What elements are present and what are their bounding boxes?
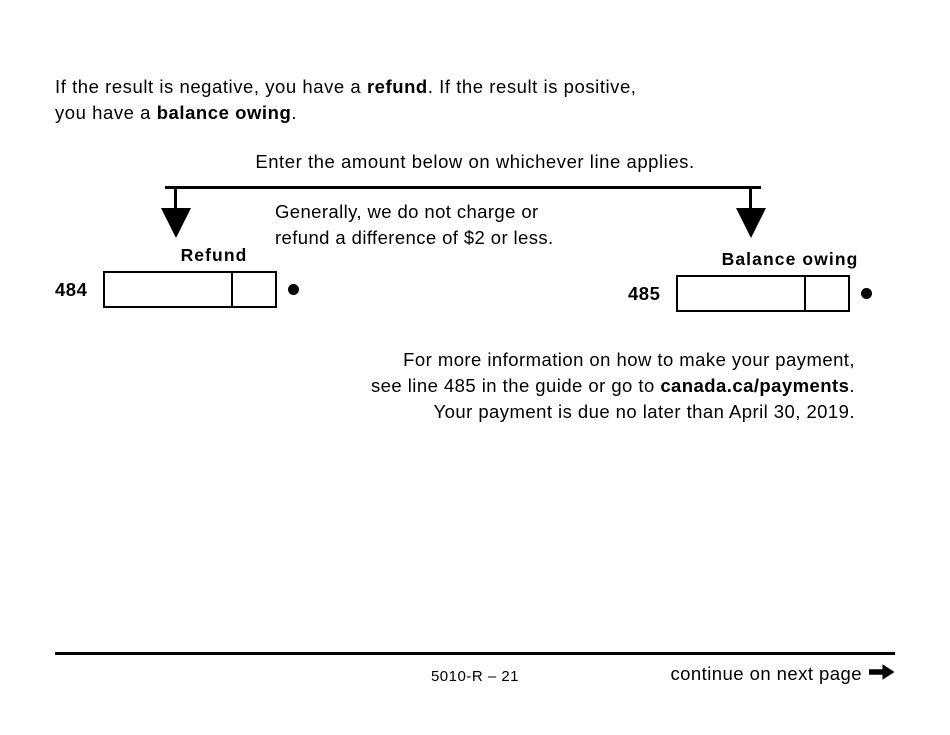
payment-info-link[interactable]: canada.ca/payments — [660, 375, 850, 396]
intro-bold-balance-owing: balance owing — [156, 102, 292, 123]
bracket-horizontal-line — [165, 186, 761, 189]
payment-information: For more information on how to make your… — [140, 347, 855, 425]
bracket-stem-left — [174, 186, 177, 210]
intro-text-part3: . — [291, 102, 298, 123]
continue-next-page[interactable]: continue on next page — [670, 663, 895, 685]
balance-owing-decimal-dot-icon — [861, 288, 872, 299]
form-code: 5010-R – 21 — [430, 668, 520, 685]
refund-caption: Refund — [180, 245, 248, 265]
arrow-right-icon — [869, 663, 895, 685]
refund-amount-box[interactable] — [103, 271, 277, 308]
balance-owing-line-number: 485 — [628, 282, 661, 304]
branch-bracket — [161, 186, 766, 238]
balance-owing-cents-input[interactable] — [806, 277, 848, 310]
intro-bold-refund: refund — [366, 76, 428, 97]
bracket-stem-right — [749, 186, 752, 210]
refund-dollars-input[interactable] — [105, 273, 233, 306]
intro-text-part2: . If the result is positive, you have a — [55, 76, 637, 123]
balance-owing-amount-row: 485 — [628, 275, 902, 312]
payment-info-part2: . Your payment is due no later than Apri… — [433, 375, 855, 422]
minimum-difference-note: Generally, we do not charge or refund a … — [275, 201, 554, 248]
enter-amount-instruction: Enter the amount below on whichever line… — [255, 151, 695, 172]
refund-cents-input[interactable] — [233, 273, 275, 306]
refund-decimal-dot-icon — [288, 284, 299, 295]
intro-text-part1: If the result is negative, you have a — [55, 76, 367, 97]
balance-owing-caption: Balance owing — [721, 249, 859, 269]
continue-label: continue on next page — [670, 663, 862, 684]
balance-owing-dollars-input[interactable] — [678, 277, 806, 310]
balance-owing-field-group: Balance owing 485 — [628, 249, 902, 312]
refund-line-number: 484 — [55, 278, 88, 300]
payment-info-part1: For more information on how to make your… — [370, 349, 855, 396]
refund-field-group: Refund 484 — [55, 245, 325, 308]
balance-owing-amount-box[interactable] — [676, 275, 850, 312]
arrow-down-balance-owing-icon — [736, 208, 766, 238]
intro-paragraph: If the result is negative, you have a re… — [55, 74, 855, 126]
arrow-down-refund-icon — [161, 208, 191, 238]
refund-amount-row: 484 — [55, 271, 325, 308]
footer-divider — [55, 652, 895, 655]
